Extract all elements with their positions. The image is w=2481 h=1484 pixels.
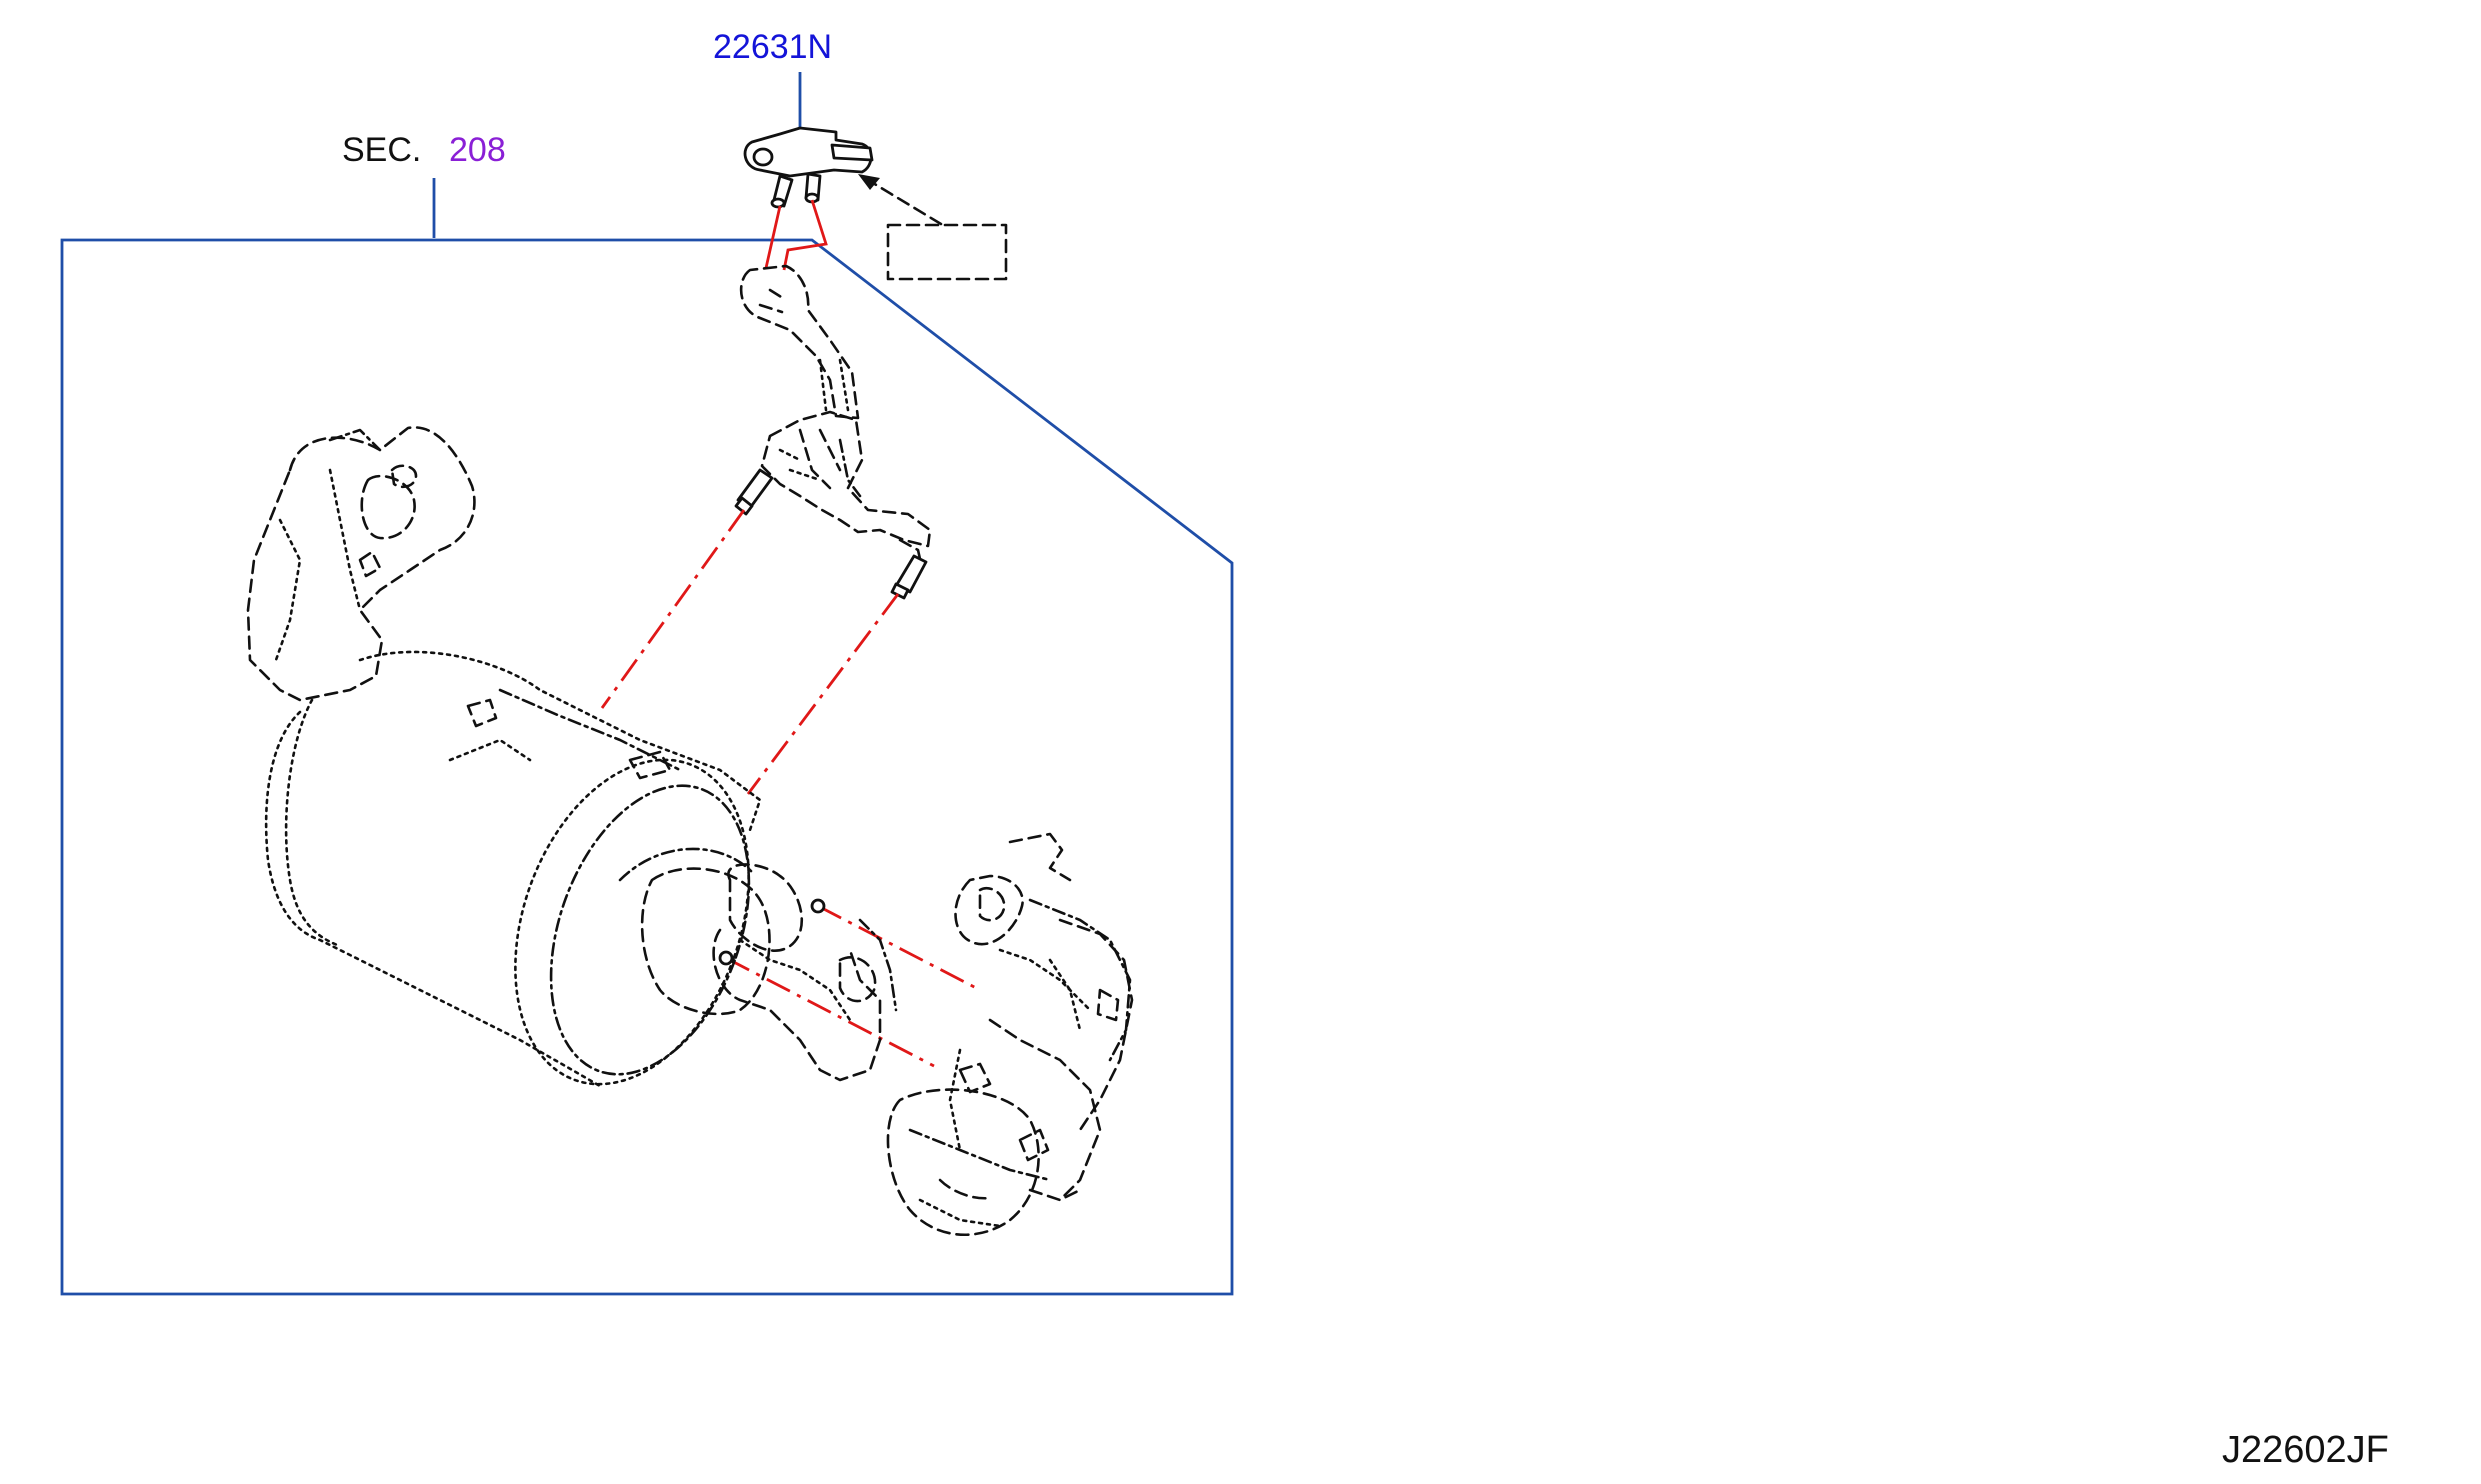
catalyst-converter-body xyxy=(264,650,771,1088)
connection-line-lower-1 xyxy=(817,904,981,992)
section-number-link[interactable]: 208 xyxy=(449,131,506,169)
hose-bracket-assembly xyxy=(739,264,932,570)
outlet-flange-assembly xyxy=(712,863,898,1082)
part-number-label[interactable]: 22631N xyxy=(713,28,832,66)
reference-arrow-head xyxy=(858,174,880,190)
pressure-sensor-part[interactable] xyxy=(743,126,874,209)
section-prefix-label: SEC. xyxy=(342,131,421,169)
sensor-hose xyxy=(764,199,828,271)
rear-pipe-assembly xyxy=(886,832,1134,1237)
connection-line-left xyxy=(600,509,746,709)
section-208-frame xyxy=(60,238,1234,1296)
sensor-plug-right xyxy=(890,554,928,600)
sensor-plug-left xyxy=(734,468,774,516)
diagram-id-label: J22602JF xyxy=(2222,1429,2389,1471)
reference-arrow-line xyxy=(866,178,943,226)
reference-box xyxy=(886,223,1008,281)
exhaust-manifold-flange xyxy=(246,426,476,702)
connection-line-lower-2 xyxy=(725,956,935,1068)
connection-line-right xyxy=(746,593,900,795)
